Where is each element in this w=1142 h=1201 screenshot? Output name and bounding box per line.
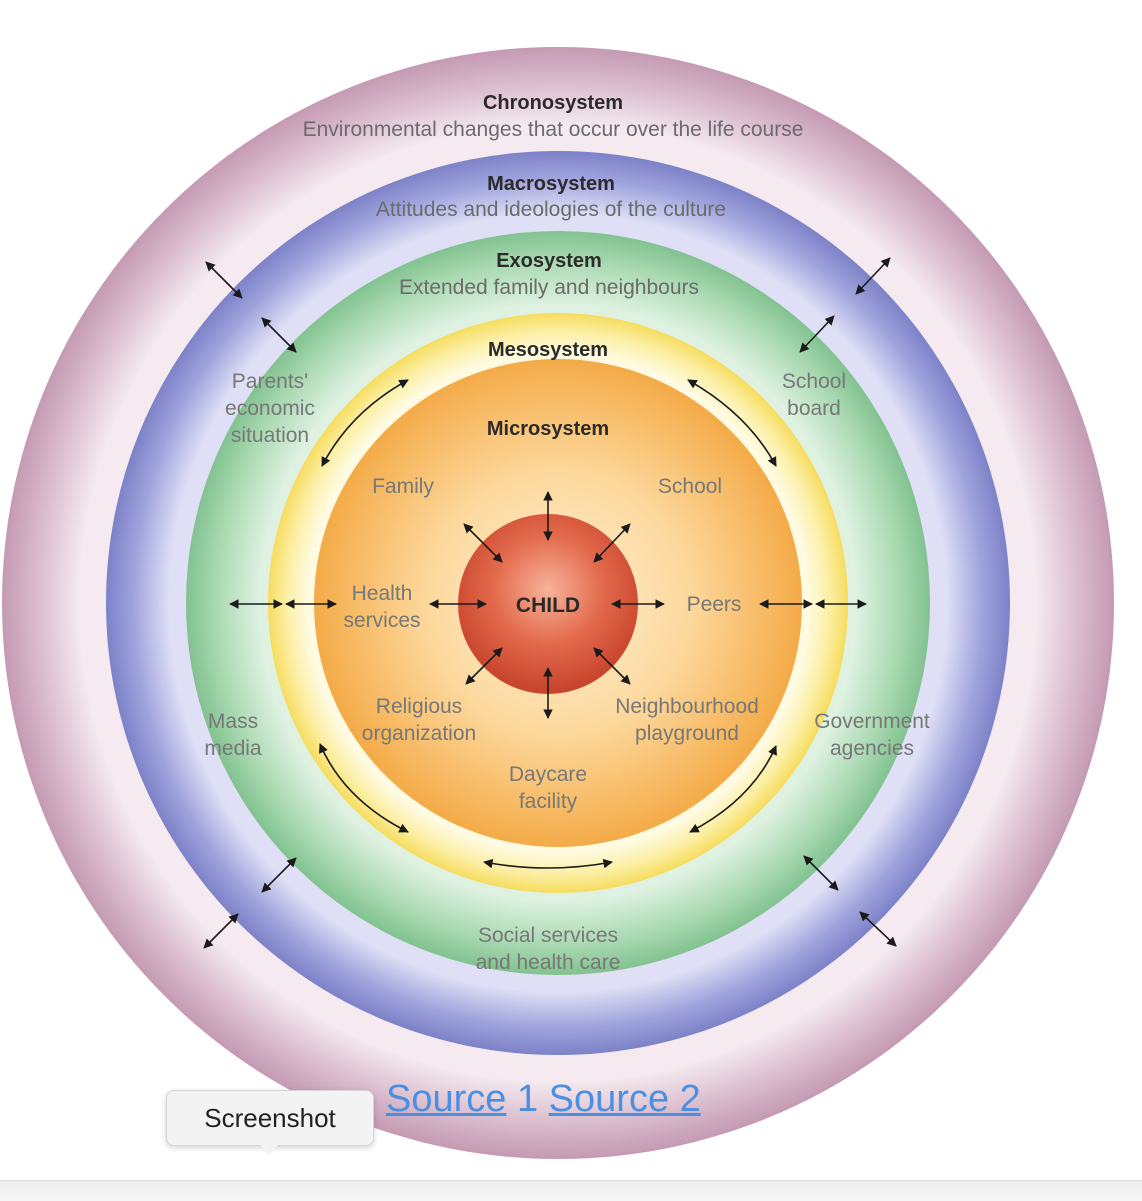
mesosystem-title: Mesosystem [488,339,608,361]
screenshot-tooltip: Screenshot [166,1090,374,1146]
parents-economic-label-2: economic [225,397,315,420]
health-services-label-2: services [343,609,420,632]
child-arrows [429,491,665,719]
neighbourhood-playground-label-2: playground [635,722,739,745]
parents-economic-label-1: Parents' [232,370,308,393]
arrow-exo-upright [799,315,835,353]
microsystem-title: Microsystem [487,418,609,440]
arrow-child-upright [593,523,631,563]
tooltip-tail [258,1143,280,1155]
school-label: School [658,475,722,498]
mesosystem-arcs [318,379,777,869]
exosystem-subtitle: Extended family and neighbours [399,276,699,299]
arrow-exo-upleft [261,317,297,353]
peers-label: Peers [687,593,742,616]
exosystem-title: Exosystem [496,250,602,272]
social-services-label-1: Social services [478,924,618,947]
health-services-label-1: Health [352,582,413,605]
diagonal-arrows [203,257,897,949]
government-agencies-label-2: agencies [830,737,914,760]
arrow-macro-downleft [203,913,239,949]
child-label: CHILD [516,594,580,617]
religious-organization-label-2: organization [362,722,476,745]
arc-lower-left [318,743,409,833]
chronosystem-title: Chronosystem [483,92,623,114]
chronosystem-subtitle: Environmental changes that occur over th… [303,118,804,141]
daycare-facility-label-2: facility [519,790,578,813]
arc-bottom [483,858,613,869]
arrow-exo-downleft [261,857,297,893]
family-label: Family [372,475,434,498]
source-2-link[interactable]: Source 2 [548,1078,701,1120]
arrow-child-upleft [463,523,503,563]
macrosystem-title: Macrosystem [487,173,615,195]
macrosystem-subtitle: Attitudes and ideologies of the culture [376,198,726,221]
social-services-label-2: and health care [476,951,621,974]
school-board-label-1: School [782,370,846,393]
religious-organization-label-1: Religious [376,695,462,718]
arrow-exo-downright [803,855,839,891]
arrow-macro-upleft [205,261,243,299]
bottom-bar [0,1180,1142,1201]
government-agencies-label-1: Government [814,710,930,733]
mass-media-label-2: media [204,737,262,760]
neighbourhood-playground-label-1: Neighbourhood [615,695,759,718]
arrow-child-downright [593,647,631,685]
daycare-facility-label-1: Daycare [509,763,587,786]
arc-upper-left [321,379,409,467]
school-board-label-2: board [787,397,841,420]
child-circle [458,514,638,694]
parents-economic-label-3: situation [231,424,309,447]
mass-media-label-1: Mass [208,710,258,733]
arrow-macro-upright [855,257,891,295]
source-1-link[interactable]: Source [386,1078,507,1120]
arrow-macro-downright [859,911,897,947]
source-separator: 1 [516,1078,539,1120]
arrow-child-downleft [465,647,503,685]
arc-lower-right [689,745,777,833]
source-links: Source 1 Source 2 [386,1078,701,1121]
arc-upper-right [687,379,777,467]
